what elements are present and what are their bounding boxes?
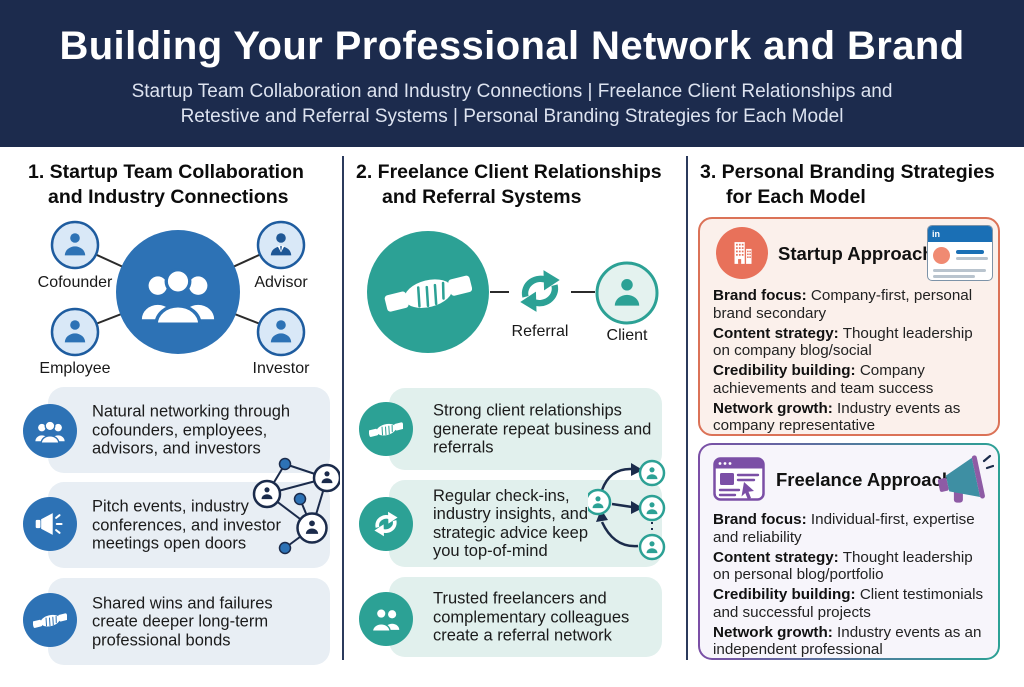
freelance-strategy-list: Brand focus: Individual-first, expertise… [713, 511, 989, 661]
page-title: Building Your Professional Network and B… [59, 24, 965, 68]
node-label-investor: Investor [253, 360, 311, 377]
column2-heading: 2. Freelance Client Relationships and Re… [356, 160, 662, 210]
profile-line [933, 275, 975, 278]
column1-heading: 1. Startup Team Collaboration and Indust… [28, 160, 304, 210]
node-label-advisor: Advisor [254, 274, 308, 291]
handshake-icon [23, 593, 77, 647]
node-advisor: Advisor [254, 220, 308, 291]
bullet-text: Natural networking through cofounders, e… [92, 402, 291, 458]
list-item: Shared wins and failures create deeper l… [48, 578, 330, 665]
referral-flow-diagram: Referral Client [367, 231, 659, 353]
megaphone-icon [937, 454, 994, 503]
avatar [638, 533, 666, 561]
list-item: Trusted freelancers and complementary co… [389, 577, 662, 657]
card-title: Freelance Approach [776, 469, 954, 490]
avatar [312, 463, 340, 493]
avatar [296, 512, 328, 544]
bullet-text: Strong client relationships generate rep… [433, 401, 652, 457]
strategy-item: Content strategy: Thought leadership on … [713, 324, 973, 360]
startup-strategy-list: Brand focus: Company-first, personal bra… [713, 287, 989, 437]
strategy-item: Network growth: Industry events as compa… [713, 399, 961, 435]
avatar [252, 479, 282, 509]
cycle-arrows-icon [520, 270, 559, 312]
handshake-icon [359, 402, 413, 456]
list-item: Regular check-ins, industry insights, an… [389, 480, 662, 567]
column1-heading-line1: 1. Startup Team Collaboration [28, 161, 304, 183]
avatar [638, 459, 666, 487]
client-node [595, 261, 659, 325]
referral-arrows-decoration [588, 459, 666, 561]
bullet-text: Shared wins and failures create deeper l… [92, 593, 273, 649]
linkedin-profile-card: in [927, 225, 993, 281]
strategy-item: Brand focus: Company-first, personal bra… [713, 287, 973, 322]
strategy-item: Content strategy: Thought leadership on … [713, 548, 973, 584]
column3-heading-line1: 3. Personal Branding Strategies [700, 161, 995, 183]
client-label: Client [607, 327, 648, 344]
profile-line [933, 269, 986, 272]
node-investor: Investor [253, 307, 311, 377]
profile-line [956, 257, 988, 260]
referral-label: Referral [512, 323, 569, 340]
strategy-item: Credibility building: Company achievemen… [713, 362, 934, 397]
people-pair-icon [359, 592, 413, 646]
strategy-item: Network growth: Industry events as an in… [713, 623, 982, 659]
column2-heading-line2: and Referral Systems [382, 186, 582, 208]
team-group-icon [23, 404, 77, 458]
avatar [933, 247, 950, 264]
bullet-text: Regular check-ins, industry insights, an… [433, 486, 589, 561]
bullet-text: Trusted freelancers and complementary co… [433, 589, 630, 645]
header-banner: Building Your Professional Network and B… [0, 0, 1024, 147]
profile-line [956, 250, 984, 254]
column2-heading-line1: 2. Freelance Client Relationships [356, 161, 662, 183]
megaphone-icon [23, 497, 77, 551]
startup-approach-card: Startup Approach in Brand focus: Company… [698, 217, 1000, 436]
list-item: Strong client relationships generate rep… [389, 388, 662, 470]
strategy-item: Credibility building: Client testimonial… [713, 586, 984, 621]
column-divider-2 [686, 156, 688, 660]
cycle-arrows-icon [359, 497, 413, 551]
avatar [588, 488, 612, 516]
page-subtitle-line1: Startup Team Collaboration and Industry … [131, 81, 893, 102]
linkedin-icon: in [928, 226, 992, 242]
network-graph-decoration [252, 457, 340, 555]
column-divider-1 [342, 156, 344, 660]
node-label-employee: Employee [39, 360, 110, 377]
strategy-item: Brand focus: Individual-first, expertise… [713, 511, 975, 546]
column1-heading-line2: and Industry Connections [48, 186, 289, 208]
node-employee: Employee [39, 307, 111, 377]
office-building-icon [716, 227, 768, 279]
startup-network-diagram: Cofounder Advisor Employee Investor [38, 220, 311, 377]
page-subtitle-line2: Retestive and Referral Systems | Persona… [180, 106, 844, 127]
column3-heading: 3. Personal Branding Strategies for Each… [700, 160, 995, 210]
column3-heading-line2: for Each Model [726, 186, 866, 208]
website-portfolio-icon [713, 457, 765, 501]
card-title: Startup Approach [778, 243, 934, 264]
freelance-approach-card: Freelance Approach Brand focus: Individu… [698, 443, 1000, 660]
avatar [638, 494, 666, 522]
node-label-cofounder: Cofounder [38, 274, 113, 291]
node-cofounder: Cofounder [38, 220, 113, 291]
bullet-text: Pitch events, industry conferences, and … [92, 497, 281, 553]
